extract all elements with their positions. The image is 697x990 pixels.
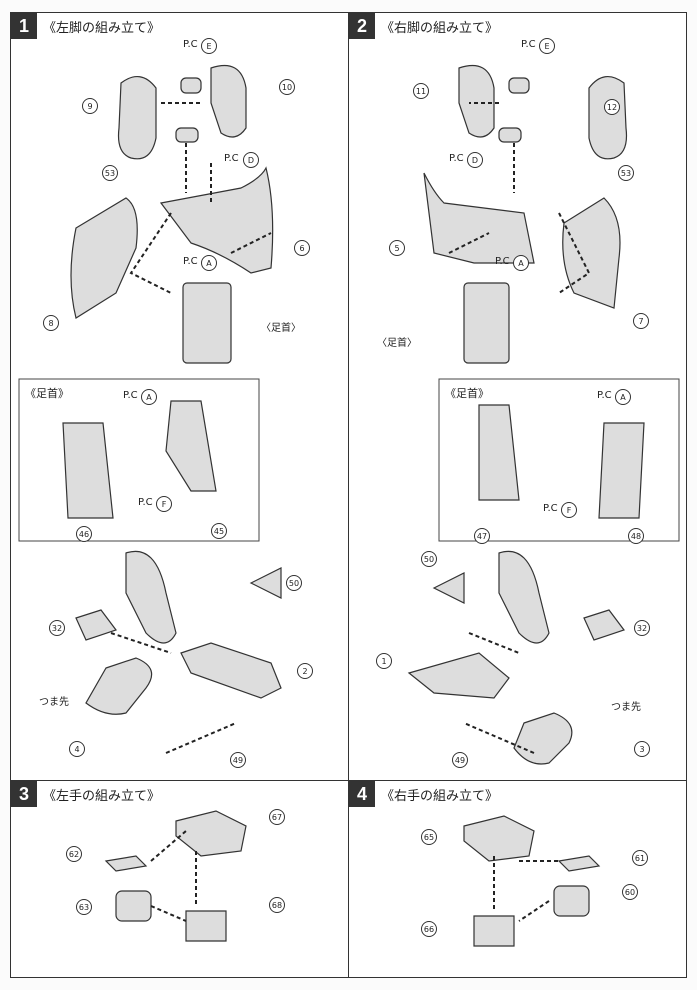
pc-label: P.C: [543, 503, 558, 514]
right-hand-diagram: [463, 815, 601, 947]
step-number: 1: [11, 13, 37, 39]
part-number: 1: [376, 653, 392, 669]
part-number: 2: [297, 663, 313, 679]
part-number: 7: [633, 313, 649, 329]
pc-label: P.C: [123, 390, 138, 401]
toe-label: つま先: [611, 702, 641, 713]
part-number: 12: [604, 99, 620, 115]
part-number: 61: [632, 850, 648, 866]
pc-a-badge: A: [513, 255, 529, 271]
part-number: 53: [102, 165, 118, 181]
part-number: 4: [69, 741, 85, 757]
part-number: 45: [211, 523, 227, 539]
part-number: 47: [474, 528, 490, 544]
pc-label: P.C: [183, 256, 198, 267]
pc-a-badge: A: [615, 389, 631, 405]
step-number: 2: [349, 13, 375, 39]
part-number: 50: [421, 551, 437, 567]
part-number: 9: [82, 98, 98, 114]
part-number: 3: [634, 741, 650, 757]
part-number: 50: [286, 575, 302, 591]
pc-label: P.C: [449, 153, 464, 164]
part-number: 49: [452, 752, 468, 768]
part-number: 65: [421, 829, 437, 845]
pc-e-badge: E: [539, 38, 555, 54]
part-number: 10: [279, 79, 295, 95]
toe-label: つま先: [39, 697, 69, 708]
pc-label: P.C: [183, 39, 198, 50]
part-number: 60: [622, 884, 638, 900]
pc-label: P.C: [597, 390, 612, 401]
part-number: 48: [628, 528, 644, 544]
part-number: 49: [230, 752, 246, 768]
step-3-panel: 3 《左手の組み立て》 67 62 63 68: [10, 780, 349, 978]
part-number: 53: [618, 165, 634, 181]
part-number: 32: [49, 620, 65, 636]
pc-label: P.C: [495, 256, 510, 267]
pc-a-badge: A: [141, 389, 157, 405]
ankle-box-title: 《足首》: [445, 387, 489, 400]
step-title: 《左脚の組み立て》: [43, 21, 161, 36]
part-number: 11: [413, 83, 429, 99]
part-number: 46: [76, 526, 92, 542]
part-number: 62: [66, 846, 82, 862]
ankle-label: 〈足首〉: [261, 323, 301, 334]
step-4-panel: 4 《右手の組み立て》 65 61 60 66: [348, 780, 687, 978]
pc-d-badge: D: [467, 152, 483, 168]
pc-e-badge: E: [201, 38, 217, 54]
pc-label: P.C: [224, 153, 239, 164]
pc-a-badge: A: [201, 255, 217, 271]
pc-label: P.C: [521, 39, 536, 50]
step-title: 《右脚の組み立て》: [381, 21, 499, 36]
part-number: 32: [634, 620, 650, 636]
part-number: 5: [389, 240, 405, 256]
right-leg-diagram: [407, 64, 680, 765]
step-number: 4: [349, 781, 375, 807]
step-2-panel: 2 《右脚の組み立て》 P.C E P.C D P.C A 〈足首〉 《足首》 …: [348, 12, 687, 781]
pc-d-badge: D: [243, 152, 259, 168]
step-1-panel: 1 《左脚の組み立て》 P.C E P.C D P.C A 〈足首〉 《足首》 …: [10, 12, 349, 781]
part-number: 67: [269, 809, 285, 825]
part-number: 66: [421, 921, 437, 937]
part-number: 63: [76, 899, 92, 915]
ankle-label: 〈足首〉: [377, 338, 417, 349]
ankle-box-title: 《足首》: [25, 387, 69, 400]
step-title: 《右手の組み立て》: [381, 789, 499, 804]
part-number: 68: [269, 897, 285, 913]
pc-label: P.C: [138, 497, 153, 508]
left-leg-diagram: [18, 64, 282, 754]
pc-f-badge: F: [156, 496, 172, 512]
pc-f-badge: F: [561, 502, 577, 518]
part-number: 6: [294, 240, 310, 256]
part-number: 8: [43, 315, 59, 331]
step-number: 3: [11, 781, 37, 807]
step-title: 《左手の組み立て》: [43, 789, 161, 804]
left-hand-diagram: [104, 810, 247, 942]
